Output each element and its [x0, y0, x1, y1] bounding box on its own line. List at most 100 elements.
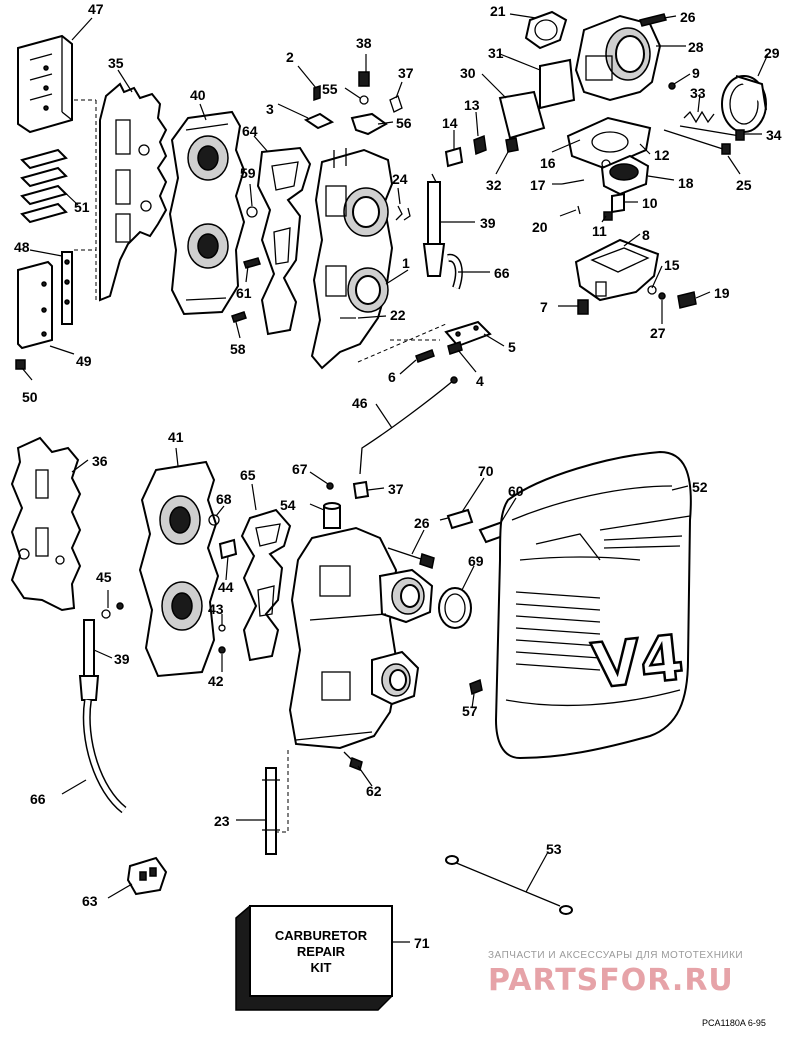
drawing-code: PCA1180A 6-95	[702, 1018, 766, 1028]
callout-36: 36	[92, 453, 108, 469]
part-9-screw	[668, 82, 676, 90]
callout-7: 7	[540, 299, 548, 315]
part-14-clip	[444, 146, 464, 168]
part-39-valve-lower	[78, 619, 100, 701]
part-50-screw	[15, 359, 26, 370]
part-24-springs	[395, 205, 411, 221]
part-23-valve-rod	[262, 767, 280, 855]
callout-48: 48	[14, 239, 30, 255]
callout-71: 71	[414, 935, 430, 951]
part-64-gasket	[256, 146, 312, 336]
callout-61: 61	[236, 285, 252, 301]
part-69-ring	[438, 587, 472, 629]
callout-1: 1	[402, 255, 410, 271]
callout-51: 51	[74, 199, 90, 215]
part-2-screw	[313, 84, 321, 102]
part-25-screw	[663, 129, 731, 155]
part-8-float-bowl	[574, 238, 660, 302]
callout-60: 60	[508, 483, 524, 499]
callout-29: 29	[764, 45, 780, 61]
part-55-washer	[359, 95, 369, 105]
callout-55: 55	[322, 81, 338, 97]
callout-11: 11	[592, 223, 607, 239]
cover-badge: V4	[589, 621, 687, 703]
part-3-plate	[303, 112, 335, 130]
part-15-washer	[647, 285, 657, 295]
callout-66: 66	[494, 265, 510, 281]
callout-46: 46	[352, 395, 368, 411]
part-42-screw	[218, 646, 226, 654]
part-65-gasket	[240, 508, 292, 662]
callout-15: 15	[664, 257, 680, 273]
part-26-screw-lower	[387, 547, 435, 569]
part-37-clip-lower	[352, 480, 370, 500]
callout-24: 24	[392, 171, 408, 187]
callout-44: 44	[218, 579, 234, 595]
part-63-connector	[126, 856, 168, 896]
part-54-sleeve	[323, 502, 341, 529]
carburetor-repair-kit-box: CARBURETOR REPAIR KIT	[235, 905, 393, 1011]
callout-19: 19	[714, 285, 730, 301]
callout-57: 57	[462, 703, 478, 719]
part-13-screw	[473, 134, 487, 156]
callout-26-lower: 26	[414, 515, 430, 531]
callout-68: 68	[216, 491, 232, 507]
part-66-hose-lower	[82, 699, 127, 814]
callout-35: 35	[108, 55, 124, 71]
callout-32: 32	[486, 177, 502, 193]
part-17-pin	[561, 179, 585, 185]
callout-47: 47	[88, 1, 104, 17]
part-57-screw	[469, 678, 483, 696]
part-34-screw	[679, 125, 745, 141]
kit-label-line3: KIT	[311, 960, 332, 975]
part-18-float	[600, 154, 650, 196]
callout-62: 62	[366, 783, 382, 799]
part-11-screw	[603, 211, 613, 221]
part-7-screw	[577, 299, 589, 315]
callout-12: 12	[654, 147, 670, 163]
part-40-intake-manifold	[168, 110, 246, 316]
part-68-washer	[208, 514, 220, 526]
part-58-screw	[231, 311, 247, 323]
callout-16: 16	[540, 155, 556, 171]
callout-43: 43	[208, 601, 224, 617]
callout-56: 56	[396, 115, 412, 131]
callout-39-lower: 39	[114, 651, 130, 667]
callout-37-lower: 37	[388, 481, 404, 497]
part-66-hose	[447, 253, 463, 290]
part-10-needle-clip	[611, 192, 625, 214]
callout-69: 69	[468, 553, 484, 569]
callout-67: 67	[292, 461, 308, 477]
callout-52: 52	[692, 479, 708, 495]
callout-39: 39	[480, 215, 496, 231]
callout-4: 4	[476, 373, 484, 389]
part-6-screw	[415, 349, 435, 363]
part-52-silencer-cover: V4	[494, 450, 692, 760]
callout-45: 45	[96, 569, 112, 585]
part-lower-carburetor-body	[288, 526, 434, 750]
part-49-plate	[17, 260, 53, 350]
callout-50: 50	[22, 389, 38, 405]
part-28-throttle-body	[574, 14, 662, 102]
callout-38: 38	[356, 35, 372, 51]
callout-10: 10	[642, 195, 658, 211]
callout-14: 14	[442, 115, 458, 131]
part-48-reed-stop	[61, 251, 73, 325]
callout-27: 27	[650, 325, 666, 341]
callout-34: 34	[766, 127, 782, 143]
part-70-fitting	[439, 508, 474, 530]
callout-63: 63	[82, 893, 98, 909]
watermark: ЗАПЧАСТИ И АКСЕССУАРЫ ДЛЯ МОТОТЕХНИКИ PA…	[488, 950, 743, 998]
callout-28: 28	[688, 39, 704, 55]
callout-18: 18	[678, 175, 694, 191]
kit-label-line1: CARBURETOR	[275, 928, 368, 943]
leader-lines	[21, 13, 769, 943]
callout-40: 40	[190, 87, 206, 103]
callout-2: 2	[286, 49, 294, 65]
callout-3: 3	[266, 101, 274, 117]
part-21-gasket	[524, 10, 568, 50]
part-46-link-rod	[359, 376, 458, 475]
part-33-spring	[683, 110, 715, 124]
part-1-carburetor-body	[310, 148, 394, 370]
